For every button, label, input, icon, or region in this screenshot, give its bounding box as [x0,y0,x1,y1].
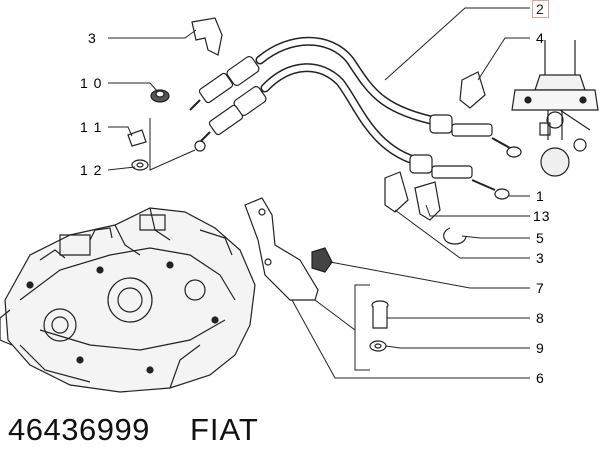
callout-5: 5 [536,230,545,246]
small-parts [128,18,485,351]
brand-name: FIAT [190,412,259,447]
callout-10: 1 0 [80,75,103,91]
callout-13: 13 [533,208,551,224]
callout-2: 2 [532,0,549,18]
callout-11: 1 1 [80,119,103,135]
callout-3-lower: 3 [536,250,545,266]
callout-8: 8 [536,310,545,326]
leader-lines [108,8,530,378]
shift-cables [190,41,521,199]
gear-lever-assembly [512,40,598,176]
callout-6: 6 [536,370,545,386]
callout-9: 9 [536,340,545,356]
gearbox-housing [0,208,255,392]
callout-3-top: 3 [88,30,97,46]
callout-1: 1 [536,188,545,204]
callout-4: 4 [536,30,545,46]
callout-12: 1 2 [80,162,103,178]
callout-7: 7 [536,280,545,296]
part-number: 46436999 [8,412,150,447]
